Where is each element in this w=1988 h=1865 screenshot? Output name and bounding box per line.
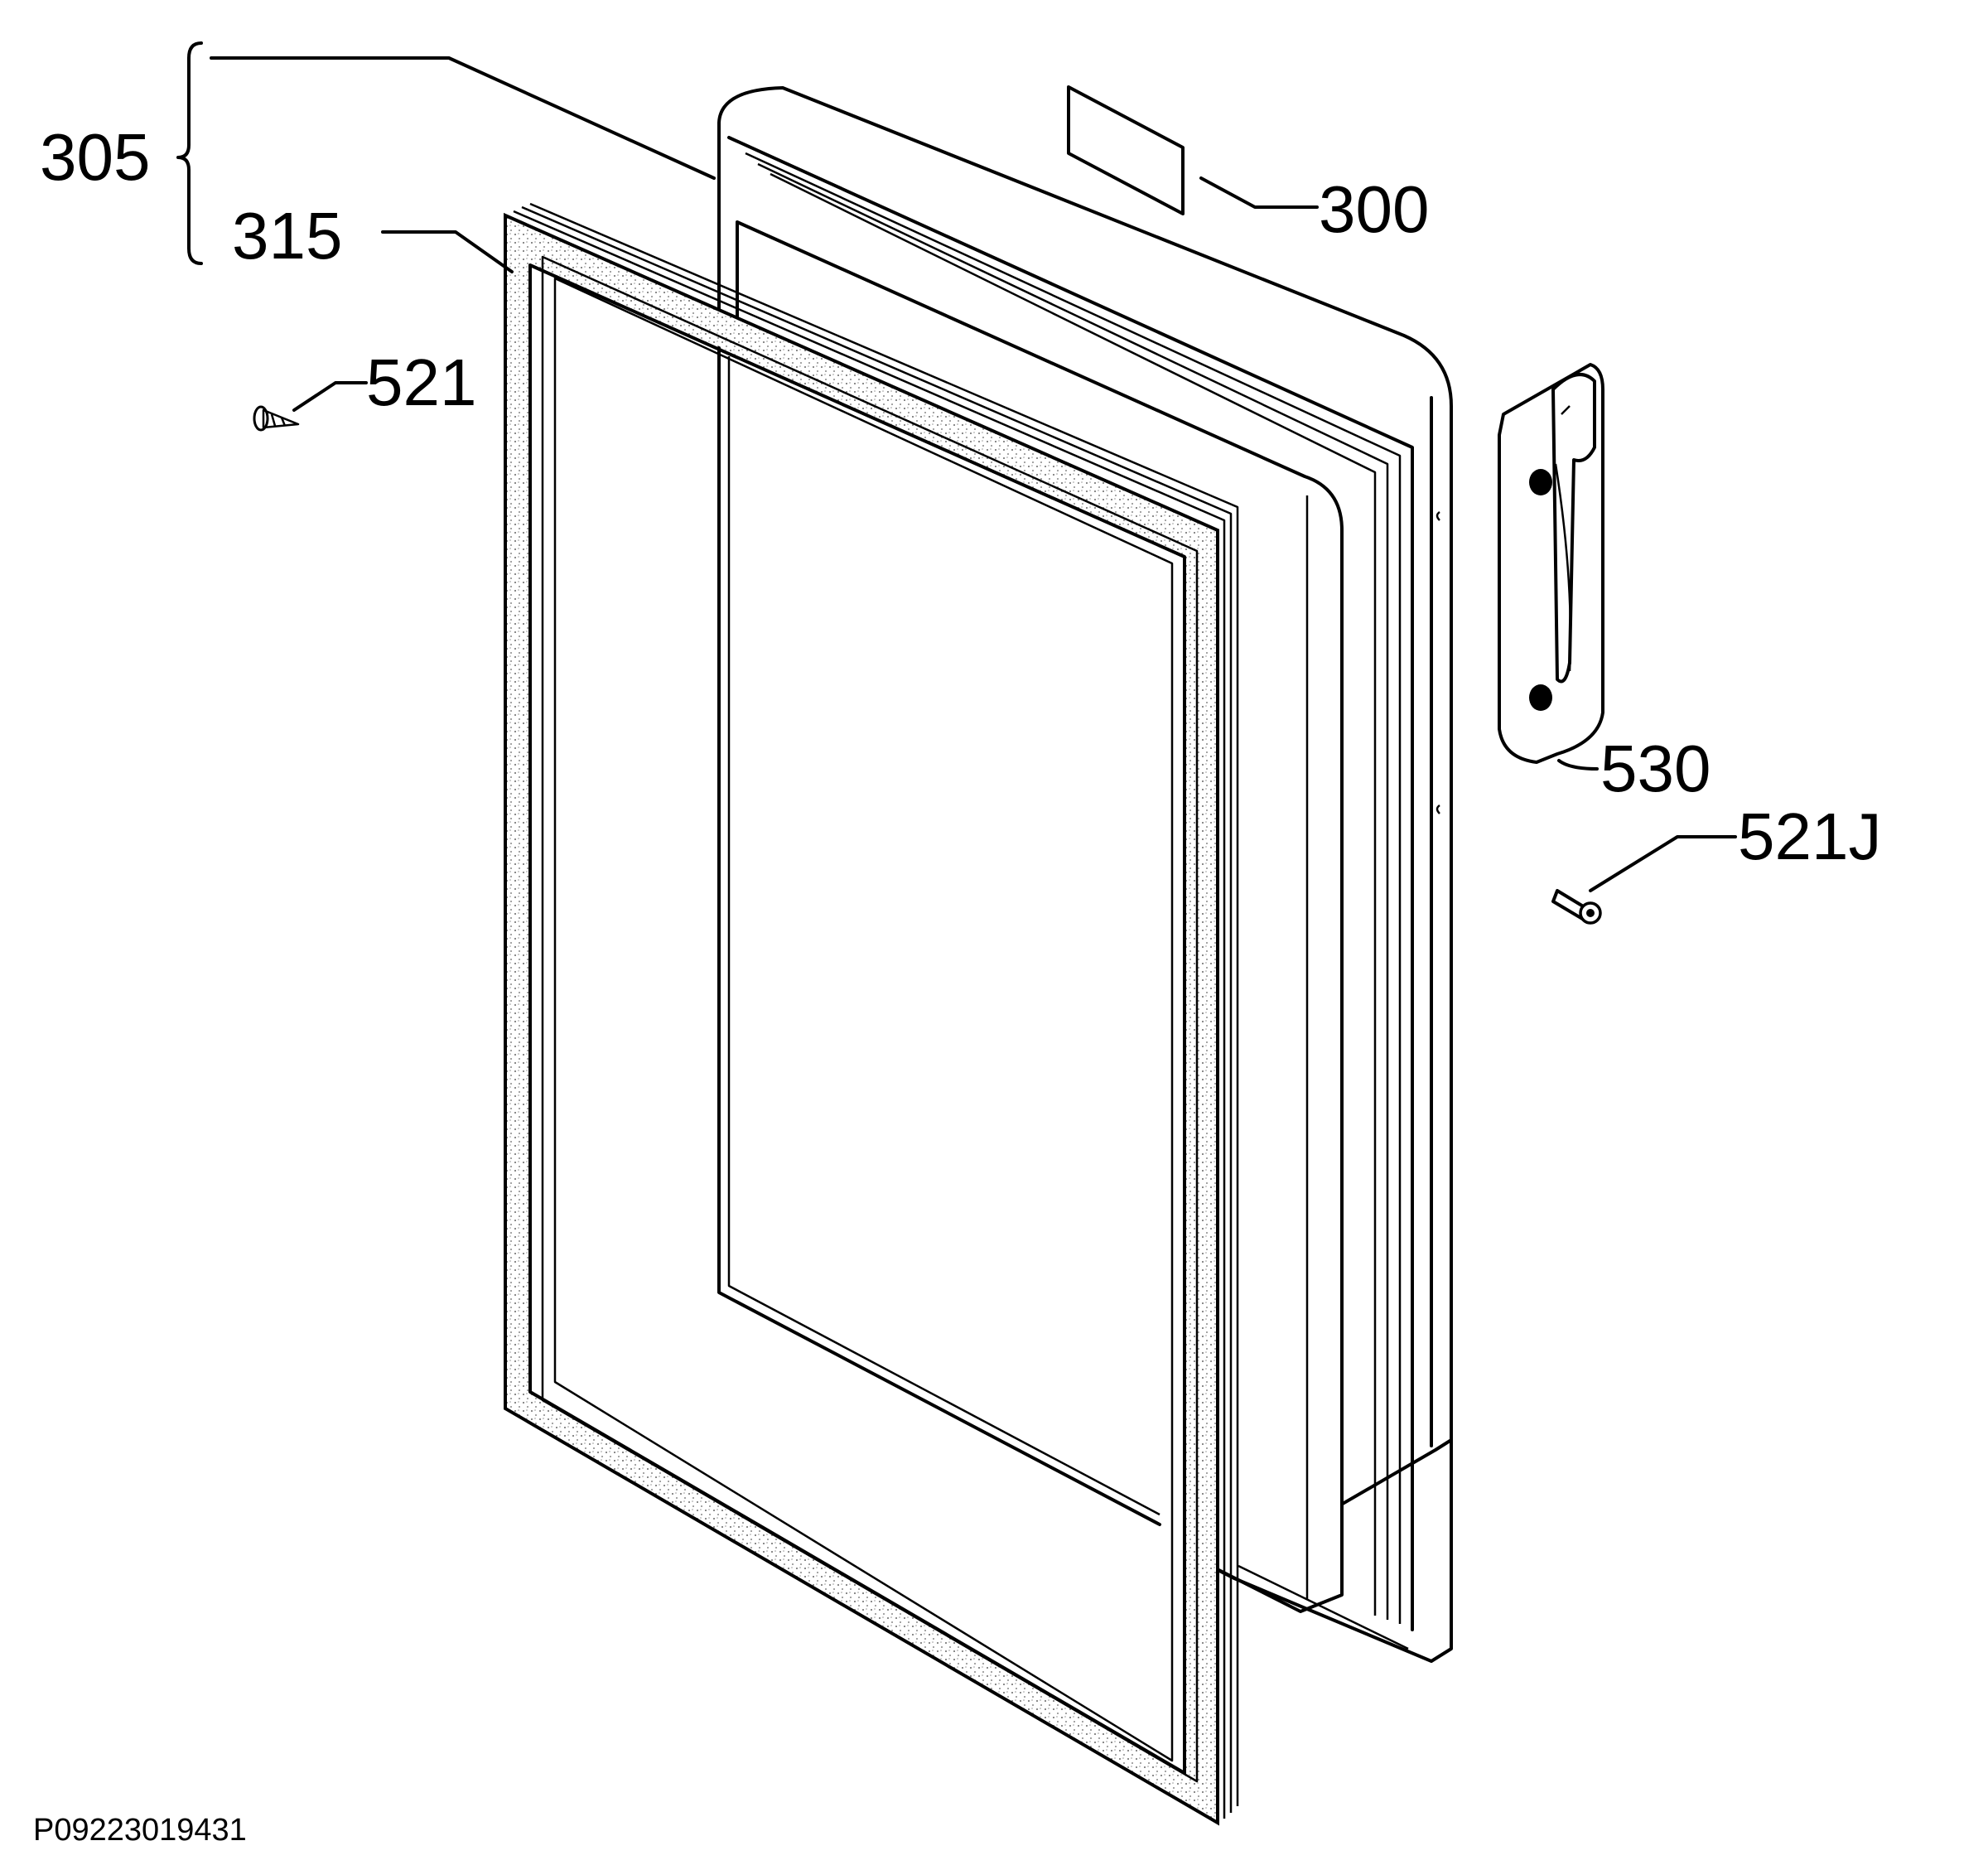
screw-left: [253, 405, 300, 432]
screw-right: [1551, 889, 1602, 925]
label-plate: [1067, 85, 1185, 215]
callout-300: 300: [1319, 172, 1430, 246]
drawing-code: P09223019431: [33, 1813, 247, 1848]
callout-530: 530: [1600, 732, 1711, 805]
callout-305: 305: [40, 120, 151, 194]
door-handle: [1498, 363, 1604, 764]
callout-521j: 521J: [1738, 800, 1882, 873]
door-liner-window: [717, 346, 1161, 1526]
leader-lines: [176, 41, 1737, 892]
callout-315: 315: [232, 199, 343, 273]
callout-521: 521: [366, 345, 477, 419]
door-gasket: [504, 202, 1239, 1826]
